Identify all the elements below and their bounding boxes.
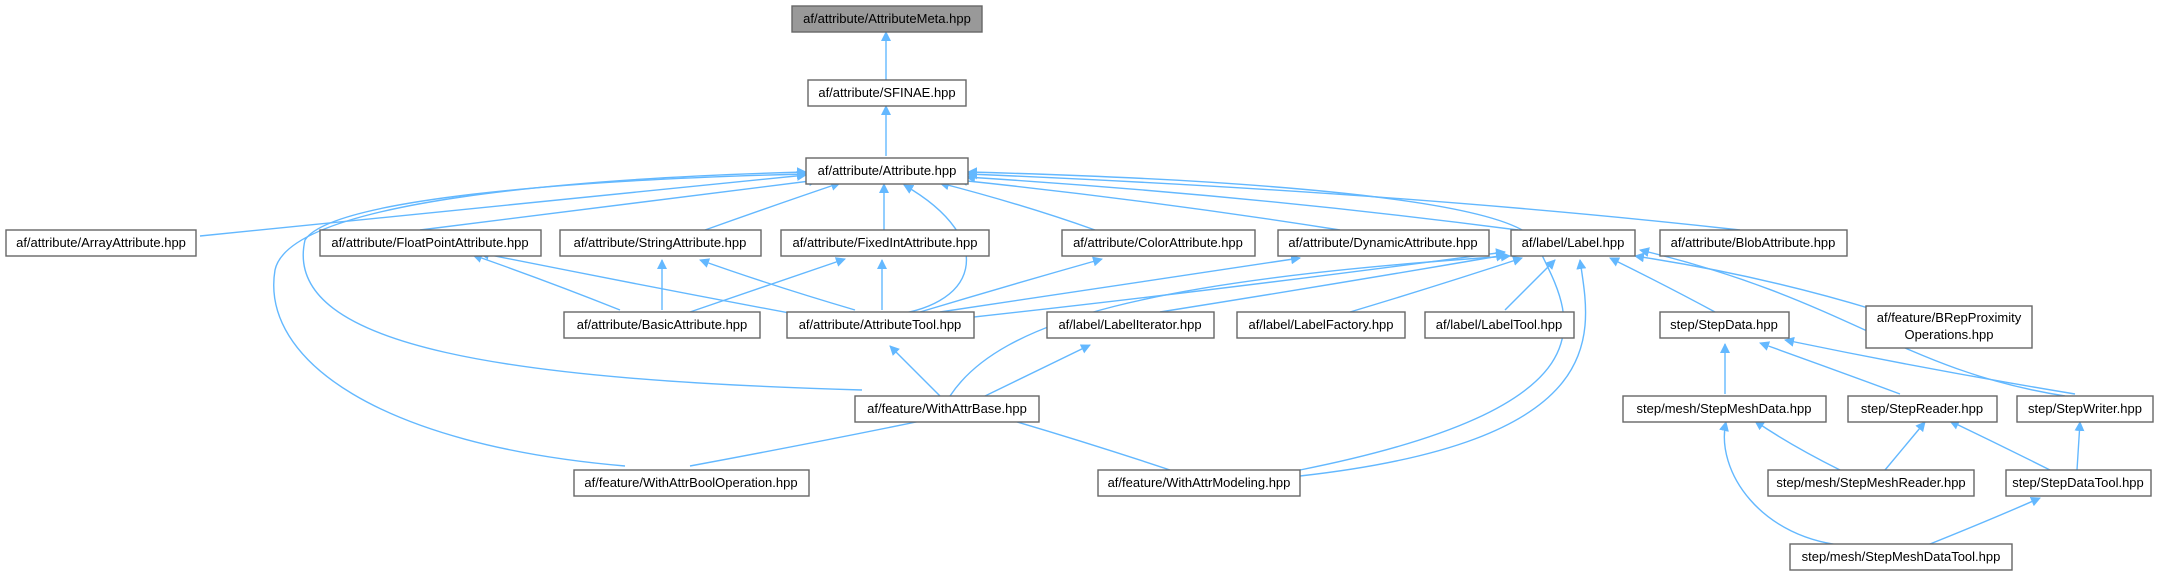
edge-withattrmodeling-to-label (1299, 259, 1587, 477)
node-floatpoint-attribute[interactable]: af/attribute/FloatPointAttribute.hpp (319, 229, 542, 257)
edge-withattrboolop-to-attribute (273, 167, 807, 467)
edge-stepwriter-to-stepdata (1784, 336, 2076, 395)
edge-basicattribute-to-floatpoint (472, 253, 621, 311)
edge-stepmeshreader-to-stepreader (1884, 421, 1926, 471)
node-label: step/StepReader.hpp (1861, 401, 1983, 416)
node-dynamic-attribute[interactable]: af/attribute/DynamicAttribute.hpp (1277, 229, 1490, 257)
edge-dynamicattribute-to-attribute (957, 175, 1341, 231)
node-label: af/attribute/StringAttribute.hpp (574, 235, 747, 250)
node-basic-attribute[interactable]: af/attribute/BasicAttribute.hpp (563, 311, 761, 339)
node-attribute-tool[interactable]: af/attribute/AttributeTool.hpp (786, 311, 975, 339)
node-label: af/attribute/Attribute.hpp (818, 163, 957, 178)
edges (199, 31, 2085, 547)
edge-labeltool-to-label (1504, 259, 1556, 311)
node-label: af/label/LabelTool.hpp (1436, 317, 1563, 332)
edge-withattrbase-to-labeliterator (984, 344, 1091, 397)
nodes: af/attribute/AttributeMeta.hpp af/attrib… (5, 5, 2154, 571)
node-label[interactable]: af/label/Label.hpp (1510, 229, 1636, 257)
edge-labeliterator-to-label (1159, 251, 1506, 313)
node-attribute-meta[interactable]: af/attribute/AttributeMeta.hpp (791, 5, 983, 33)
node-step-data-tool[interactable]: step/StepDataTool.hpp (2005, 469, 2152, 497)
node-label-line-2: Operations.hpp (1905, 327, 1994, 342)
edge-stepdatatool-to-stepwriter (2074, 421, 2085, 471)
node-step-writer[interactable]: step/StepWriter.hpp (2016, 395, 2154, 423)
edge-stepmeshreader-to-stepmeshdata (1754, 420, 1841, 471)
node-attribute[interactable]: af/attribute/Attribute.hpp (805, 157, 969, 185)
edge-stepdatatool-to-stepreader (1949, 420, 2051, 471)
node-label: step/mesh/StepMeshData.hpp (1637, 401, 1812, 416)
node-step-mesh-reader[interactable]: step/mesh/StepMeshReader.hpp (1767, 469, 1975, 497)
node-label: step/mesh/StepMeshReader.hpp (1776, 475, 1965, 490)
node-withattr-modeling[interactable]: af/feature/WithAttrModeling.hpp (1097, 469, 1301, 497)
edge-floatpointattribute-to-attribute (419, 176, 819, 231)
node-label: af/feature/WithAttrBase.hpp (867, 401, 1027, 416)
edge-withattrbase-to-label (949, 251, 1511, 397)
node-label: af/attribute/FixedIntAttribute.hpp (793, 235, 978, 250)
node-label: af/attribute/FloatPointAttribute.hpp (331, 235, 528, 250)
edge-arrayattribute-to-attribute (199, 170, 807, 237)
node-step-mesh-data[interactable]: step/mesh/StepMeshData.hpp (1622, 395, 1827, 423)
node-label: af/attribute/SFINAE.hpp (818, 85, 955, 100)
node-label: step/StepData.hpp (1670, 317, 1778, 332)
node-sfinae[interactable]: af/attribute/SFINAE.hpp (807, 79, 967, 107)
edge-attributetool-to-attribute (879, 184, 967, 317)
node-step-mesh-data-tool[interactable]: step/mesh/StepMeshDataTool.hpp (1789, 543, 2013, 571)
edge-basicattribute-to-fixedint (689, 257, 846, 313)
node-label: af/attribute/BlobAttribute.hpp (1671, 235, 1836, 250)
node-label: af/label/Label.hpp (1522, 235, 1625, 250)
node-label: af/attribute/AttributeMeta.hpp (803, 11, 971, 26)
node-label: step/StepWriter.hpp (2028, 401, 2142, 416)
node-string-attribute[interactable]: af/attribute/StringAttribute.hpp (559, 229, 762, 257)
edge-stepdata-to-label (1609, 257, 1716, 313)
edge-colorattribute-to-attribute (939, 180, 1096, 231)
node-step-reader[interactable]: step/StepReader.hpp (1847, 395, 1998, 423)
node-withattrbase[interactable]: af/feature/WithAttrBase.hpp (854, 395, 1040, 423)
edge-stringattribute-to-attribute (704, 181, 841, 231)
node-withattr-bool-operation[interactable]: af/feature/WithAttrBoolOperation.hpp (573, 469, 810, 497)
edge-attributetool-to-dynamic (939, 254, 1301, 313)
node-label-factory[interactable]: af/label/LabelFactory.hpp (1236, 311, 1406, 339)
node-fixedint-attribute[interactable]: af/attribute/FixedIntAttribute.hpp (780, 229, 990, 257)
edge-blobattribute-to-attribute (967, 169, 1741, 231)
node-label-tool[interactable]: af/label/LabelTool.hpp (1424, 311, 1575, 339)
node-label: af/attribute/ColorAttribute.hpp (1073, 235, 1243, 250)
node-label: af/label/LabelFactory.hpp (1248, 317, 1393, 332)
node-brep-proximity-operations[interactable]: af/feature/BRepProximity Operations.hpp (1865, 305, 2033, 349)
edge-attributetool-to-color (919, 256, 1103, 313)
node-label: af/attribute/AttributeTool.hpp (799, 317, 962, 332)
edge-stepreader-to-stepdata (1759, 341, 1901, 395)
edge-stepmeshdatatool-to-stepdatatool (1924, 497, 2041, 547)
node-blob-attribute[interactable]: af/attribute/BlobAttribute.hpp (1659, 229, 1848, 257)
edge-brep-to-label (1634, 252, 1876, 311)
node-label: af/feature/WithAttrBoolOperation.hpp (584, 475, 797, 490)
node-color-attribute[interactable]: af/attribute/ColorAttribute.hpp (1061, 229, 1256, 257)
node-array-attribute[interactable]: af/attribute/ArrayAttribute.hpp (5, 229, 197, 257)
edge-labelfactory-to-label (1349, 256, 1523, 313)
edge-label-to-attribute (965, 172, 1519, 231)
edge-stepmeshdatatool-to-stepmeshdata (1719, 421, 1851, 547)
edge-withattrbase-to-attributetool (889, 345, 941, 397)
node-label: af/attribute/DynamicAttribute.hpp (1288, 235, 1477, 250)
node-label: af/attribute/ArrayAttribute.hpp (16, 235, 186, 250)
edge-attributetool-to-floatpoint (479, 249, 801, 316)
node-label: step/mesh/StepMeshDataTool.hpp (1802, 549, 2001, 564)
node-label: af/label/LabelIterator.hpp (1058, 317, 1201, 332)
node-step-data[interactable]: step/StepData.hpp (1659, 311, 1790, 339)
edge-attributetool-to-string (699, 258, 856, 311)
node-label: af/attribute/BasicAttribute.hpp (577, 317, 748, 332)
node-label: af/feature/WithAttrModeling.hpp (1108, 475, 1291, 490)
node-label-line-1: af/feature/BRepProximity (1877, 310, 2022, 325)
node-label: step/StepDataTool.hpp (2012, 475, 2144, 490)
node-label-iterator[interactable]: af/label/LabelIterator.hpp (1046, 311, 1215, 339)
